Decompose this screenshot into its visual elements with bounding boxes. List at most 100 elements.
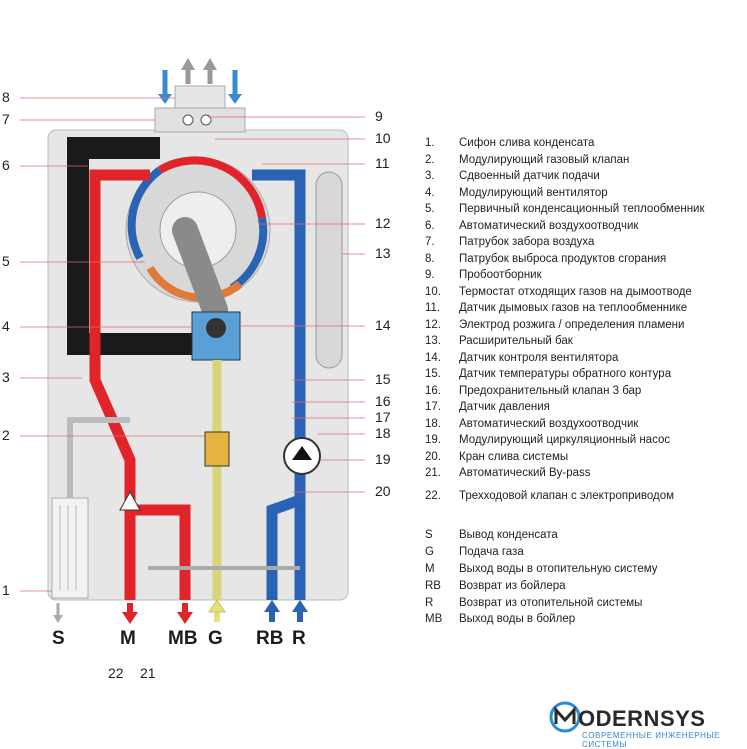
legend-item: 5. Первичный конденсационный теплообменни… xyxy=(425,203,705,215)
legend-text: Расширительный бак xyxy=(459,335,573,347)
legend-text: Датчик давления xyxy=(459,401,550,413)
legend-text: Патрубок выброса продуктов сгорания xyxy=(459,253,667,265)
legend-item: 12. Электрод розжига / определения пламен… xyxy=(425,319,684,331)
legend-key: 12. xyxy=(425,319,441,331)
legend-text: Автоматический воздухоотводчик xyxy=(459,220,639,232)
legend-item: 6. Автоматический воздухоотводчик xyxy=(425,220,638,232)
legend-text: Возврат из бойлера xyxy=(459,580,566,592)
legend-key: 3. xyxy=(425,170,435,182)
legend-key: 4. xyxy=(425,187,435,199)
legend-item: 2.Модулирующий газовый клапан xyxy=(425,154,629,166)
legend-item: 4.Модулирующий вентилятор xyxy=(425,187,608,199)
legend-item: M Выход воды в отопительную систему xyxy=(425,563,658,575)
legend-text: Датчик дымовых газов на теплообменнике xyxy=(459,302,688,314)
legend-item: 14.Датчик контроля вентилятора xyxy=(425,352,618,364)
legend-key: M xyxy=(425,563,435,575)
legend-text: Кран слива системы xyxy=(459,451,569,463)
callout-11: 11 xyxy=(375,155,390,171)
legend-text: Модулирующий циркуляционный насос xyxy=(459,434,671,446)
legend-key: 20. xyxy=(425,451,441,463)
legend-key: 14. xyxy=(425,352,441,364)
logo-subtitle: СОВРЕМЕННЫЕ ИНЖЕНЕРНЫЕ СИСТЕМЫ xyxy=(582,731,721,749)
legend-item: 22.Трехходовой клапан с электроприводом xyxy=(425,490,674,502)
legend-text: Сдвоенный датчик подачи xyxy=(459,170,600,182)
legend-key: MB xyxy=(425,613,443,625)
port-label-mb: MB xyxy=(168,628,198,649)
legend-text: Автоматический By-pass xyxy=(459,467,591,479)
legend-item: 10. Термостат отходящих газов на дымоотво… xyxy=(425,286,692,298)
callout-18: 18 xyxy=(375,425,391,441)
legend-item: 9.Пробоотборник xyxy=(425,269,542,281)
modernsys-logo-icon xyxy=(549,701,581,733)
callout-13: 13 xyxy=(375,245,391,261)
legend-text: Выход воды в отопительную систему xyxy=(459,563,658,575)
siphon xyxy=(51,497,89,599)
legend-text: Возврат из отопительной системы xyxy=(459,597,643,609)
callout-20: 20 xyxy=(375,483,391,499)
callout-7: 7 xyxy=(2,111,10,127)
sample-port-icon xyxy=(182,114,194,126)
callout-10: 10 xyxy=(375,130,391,146)
legend-key: 5. xyxy=(425,203,435,215)
callout-15: 15 xyxy=(375,371,391,387)
callout-9: 9 xyxy=(375,108,383,124)
legend-text: Трехходовой клапан с электроприводом xyxy=(459,490,675,502)
callout-6: 6 xyxy=(2,157,10,173)
leader-lines xyxy=(20,97,365,592)
legend-text: Датчик температуры обратного контура xyxy=(459,368,672,380)
port-label-r: R xyxy=(292,628,306,649)
legend-key: 16. xyxy=(425,385,441,397)
callout-16: 16 xyxy=(375,393,391,409)
legend-item: 18.Автоматический воздухоотводчик xyxy=(425,418,638,430)
legend-key: 18. xyxy=(425,418,441,430)
legend-key: RB xyxy=(425,580,441,592)
legend-text: Патрубок забора воздуха xyxy=(459,236,595,248)
callout-8: 8 xyxy=(2,89,10,105)
expansion-tank xyxy=(315,171,343,369)
legend-item: 1. Сифон слива конденсата xyxy=(425,137,594,149)
legend-text: Термостат отходящих газов на дымоотводе xyxy=(459,286,692,298)
flue-outlet xyxy=(154,107,246,133)
exchanger-cold xyxy=(127,166,163,260)
legend-key: G xyxy=(425,546,434,558)
legend-key: 21. xyxy=(425,467,441,479)
fan-duct xyxy=(172,217,228,323)
pump-icon xyxy=(292,446,312,460)
callout-2: 2 xyxy=(2,427,10,443)
callout-14: 14 xyxy=(375,317,391,333)
legend-item: 3. Сдвоенный датчик подачи xyxy=(425,170,600,182)
legend-item: 7.Патрубок забора воздуха xyxy=(425,236,594,248)
callout-17: 17 xyxy=(375,409,391,425)
legend-item: MB Выход воды в бойлер xyxy=(425,613,575,625)
legend-key: R xyxy=(425,597,434,609)
legend-text: Первичный конденсационный теплообменник xyxy=(459,203,705,215)
legend-key: 13. xyxy=(425,335,441,347)
legend-key: 6. xyxy=(425,220,435,232)
exchanger-hot xyxy=(157,156,266,219)
callout-5: 5 xyxy=(2,253,10,269)
gas-valve xyxy=(204,431,230,467)
legend-item: 11.Датчик дымовых газов на теплообменник… xyxy=(425,302,687,314)
bottom-arrows xyxy=(53,599,308,624)
legend-text: Предохранительный клапан 3 бар xyxy=(459,385,642,397)
callout-22: 22 xyxy=(108,665,124,681)
sample-port-icon xyxy=(200,114,212,126)
legend-text: Сифон слива конденсата xyxy=(459,137,595,149)
port-label-s: S xyxy=(52,628,65,649)
three-way-valve xyxy=(119,490,141,511)
callout-3: 3 xyxy=(2,369,10,385)
legend-text: Выход воды в бойлер xyxy=(459,613,576,625)
air-intake xyxy=(174,85,226,109)
callout-12: 12 xyxy=(375,215,391,231)
legend-text: Электрод розжига / определения пламени xyxy=(459,319,685,331)
legend-key: 8. xyxy=(425,253,435,265)
legend-key: 1. xyxy=(425,137,435,149)
logo-name: ODERNSYS xyxy=(578,706,706,731)
legend-item: 20. Кран слива системы xyxy=(425,451,568,463)
legend-key: 10. xyxy=(425,286,441,298)
legend-key: S xyxy=(425,529,433,541)
callout-19: 19 xyxy=(375,451,391,467)
